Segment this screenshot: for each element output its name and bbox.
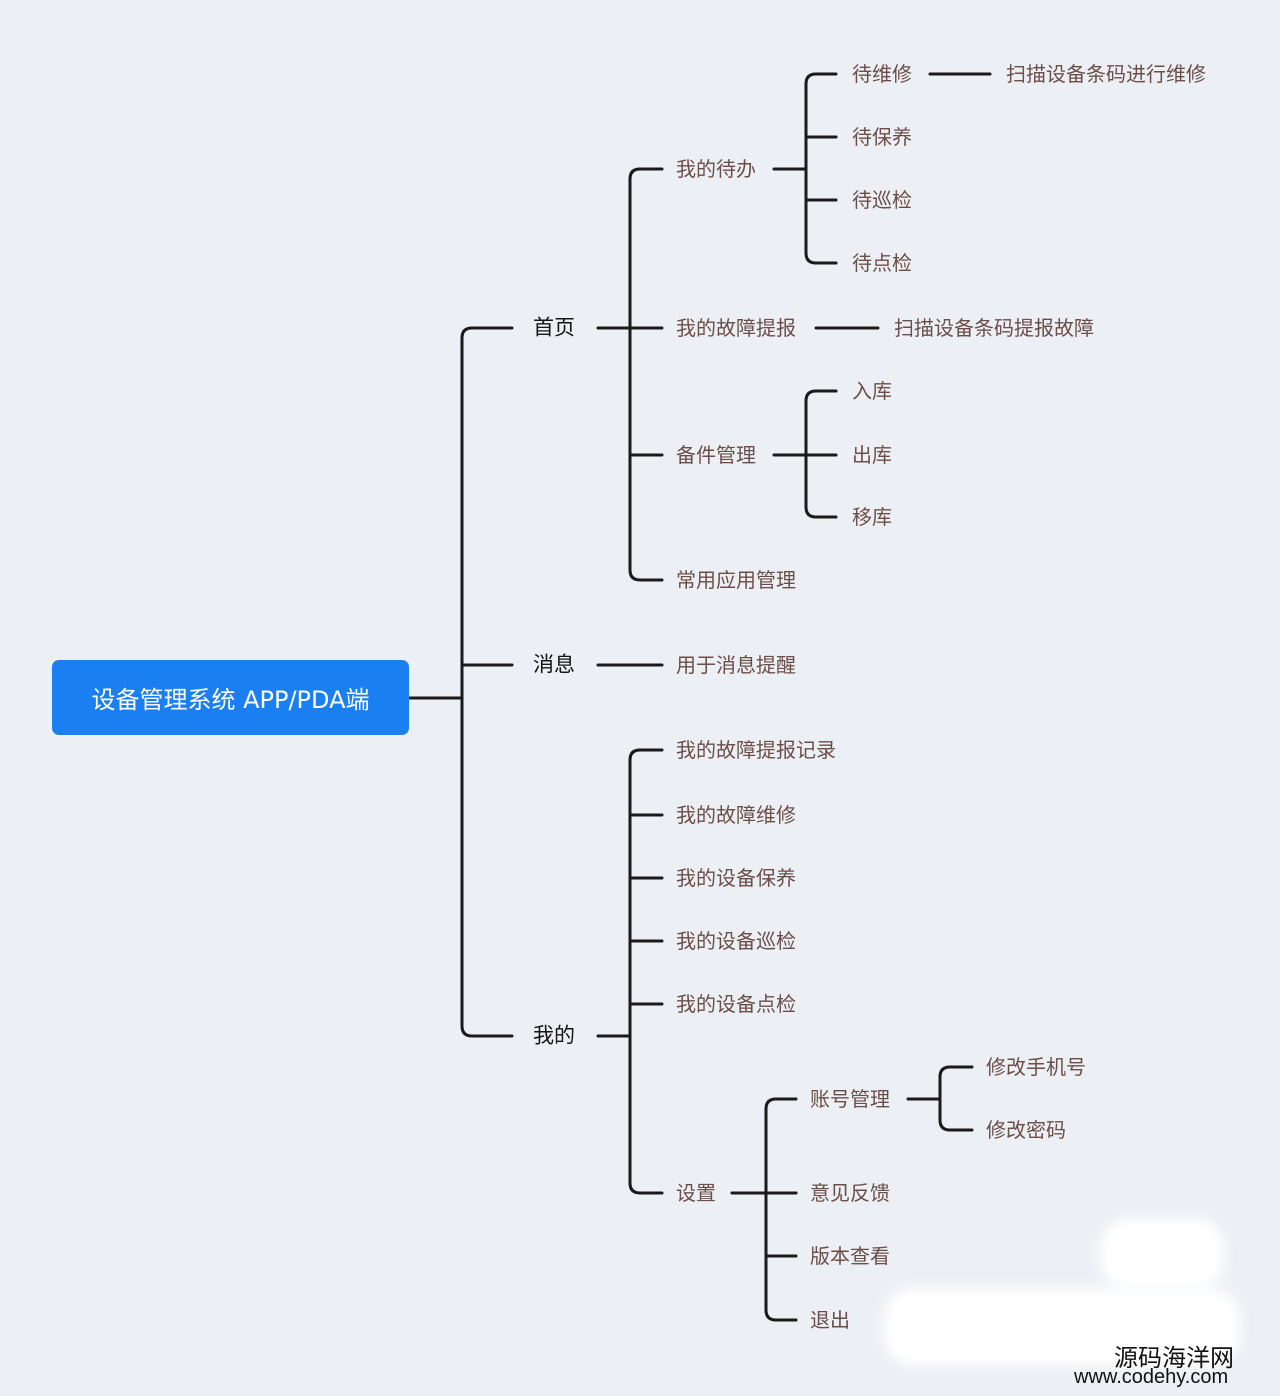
link-spare-move <box>804 453 838 519</box>
node-device-maintenance: 我的设备保养 <box>676 866 796 890</box>
node-todo-spot: 待点检 <box>852 251 912 275</box>
link-spare-in <box>804 389 838 457</box>
node-spare-inbound: 入库 <box>852 379 892 403</box>
link-account-phone <box>938 1065 974 1101</box>
link-settings-version <box>764 1191 798 1258</box>
link-mine-records <box>628 748 664 1038</box>
link-home-spare <box>628 326 664 457</box>
node-messages: 消息 <box>533 652 575 677</box>
node-device-patrol: 我的设备巡检 <box>676 929 796 953</box>
node-account: 账号管理 <box>810 1087 890 1111</box>
node-fault-records: 我的故障提报记录 <box>676 738 836 762</box>
erased-patch <box>1108 1226 1216 1282</box>
node-todo-maintain: 待保养 <box>852 125 912 149</box>
node-common-apps: 常用应用管理 <box>676 568 796 592</box>
node-home: 首页 <box>533 315 575 340</box>
link-root-home <box>460 326 514 700</box>
node-todo: 我的待办 <box>676 157 756 181</box>
node-messages-detail: 用于消息提醒 <box>676 653 796 677</box>
node-spare-outbound: 出库 <box>852 443 892 467</box>
node-settings: 设置 <box>676 1181 716 1205</box>
node-mine: 我的 <box>533 1023 575 1048</box>
node-todo-repair: 待维修 <box>852 62 912 86</box>
watermark-name: 源码海洋网 <box>1114 1344 1234 1372</box>
node-version: 版本查看 <box>810 1244 890 1268</box>
node-fault-report-detail: 扫描设备条码提报故障 <box>894 316 1094 340</box>
link-settings-account <box>764 1097 798 1195</box>
link-todo-repair <box>804 72 838 171</box>
link-account-password <box>938 1097 974 1132</box>
node-change-phone: 修改手机号 <box>986 1055 1086 1079</box>
link-todo-patrol <box>804 167 838 202</box>
node-spare-transfer: 移库 <box>852 505 892 529</box>
node-fault-repairs: 我的故障维修 <box>676 803 796 827</box>
node-fault-report: 我的故障提报 <box>676 316 796 340</box>
node-todo-repair-detail: 扫描设备条码进行维修 <box>1006 62 1206 86</box>
node-change-password: 修改密码 <box>986 1118 1066 1142</box>
link-root-mine <box>460 696 514 1038</box>
node-spare-parts: 备件管理 <box>676 443 756 467</box>
node-todo-patrol: 待巡检 <box>852 188 912 212</box>
node-logout: 退出 <box>810 1308 850 1332</box>
node-feedback: 意见反馈 <box>810 1181 890 1205</box>
link-todo-spot <box>804 198 838 265</box>
node-device-spot-check: 我的设备点检 <box>676 992 796 1016</box>
root-node: 设备管理系统 APP/PDA端 <box>52 660 409 735</box>
link-settings-logout <box>764 1254 798 1322</box>
root-label: 设备管理系统 APP/PDA端 <box>91 686 370 714</box>
erased-patch <box>892 1296 1232 1358</box>
watermark-url: www.codehy.com <box>1074 1366 1229 1388</box>
link-home-apps <box>628 453 664 582</box>
link-mine-settings <box>628 1034 664 1195</box>
link-home-todo <box>628 167 664 330</box>
